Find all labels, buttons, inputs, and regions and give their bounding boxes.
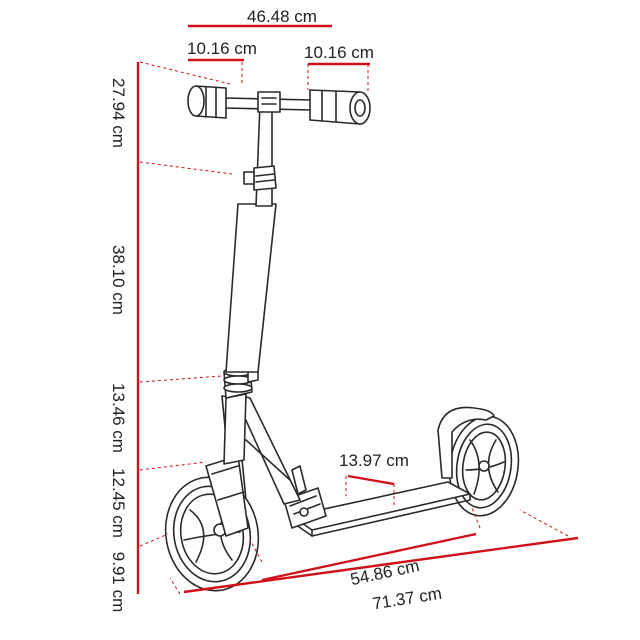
- label-total-length: 71.37 cm: [371, 584, 443, 614]
- front-fork: [205, 393, 249, 537]
- left-grip: [187, 85, 227, 119]
- label-fork-height: 12.45 cm: [109, 468, 128, 538]
- right-grip: [309, 89, 371, 125]
- scooter-illustration: [164, 85, 520, 592]
- label-wheel-height: 9.91 cm: [109, 552, 128, 612]
- label-deck-length: 54.86 cm: [349, 556, 421, 589]
- label-left-grip: 10.16 cm: [187, 39, 257, 58]
- label-stem-to-fork: 13.46 cm: [109, 383, 128, 453]
- label-mid-stem: 38.10 cm: [109, 245, 128, 315]
- rear-fender: [437, 406, 495, 479]
- label-right-grip: 10.16 cm: [304, 43, 374, 62]
- label-upper-stem: 27.94 cm: [109, 78, 128, 148]
- rear-wheel: [448, 415, 520, 517]
- dimension-lines: [136, 24, 579, 594]
- guide-lines: [139, 61, 569, 595]
- lower-stem: [225, 203, 277, 373]
- dim-line-deck-length: [261, 532, 477, 582]
- upper-stem: [255, 103, 273, 207]
- label-deck-width: 13.97 cm: [339, 451, 409, 470]
- handlebar: [223, 91, 313, 113]
- dim-line-deck-width: [347, 474, 395, 486]
- label-handlebar-width: 46.48 cm: [247, 7, 317, 26]
- dim-line-total-length: [183, 536, 579, 594]
- height-lock-clamp: [243, 165, 277, 191]
